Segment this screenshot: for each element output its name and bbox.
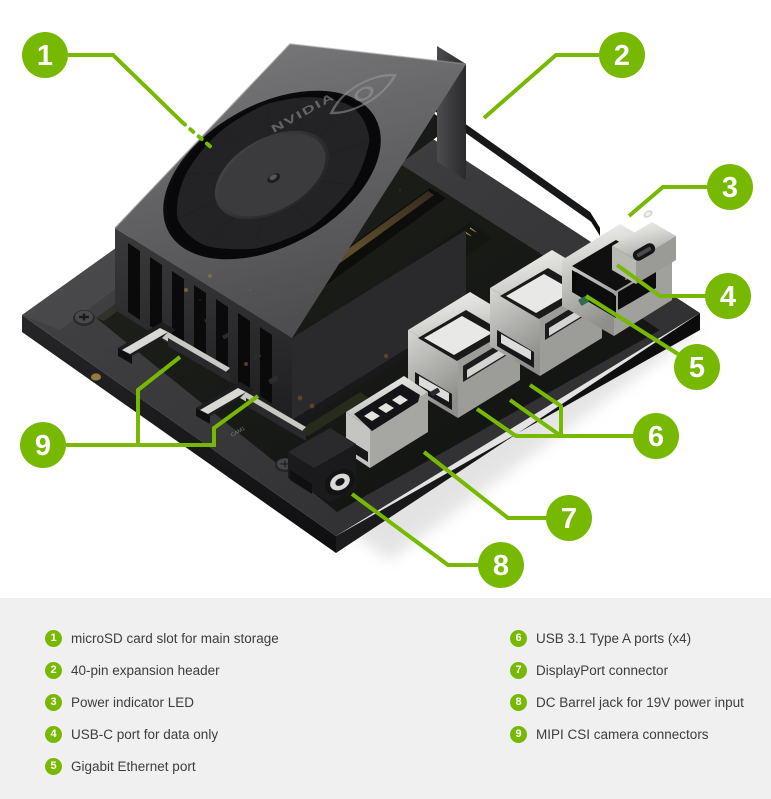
diagram-area: NVIDIA — [20, 32, 753, 588]
legend-column-right: 6 USB 3.1 Type A ports (x4) 7 DisplayPor… — [455, 598, 771, 799]
legend-column-left: 1 microSD card slot for main storage 2 4… — [0, 598, 455, 799]
legend-item-4: 4 USB-C port for data only — [45, 718, 455, 750]
legend-item-7: 7 DisplayPort connector — [510, 654, 771, 686]
legend-item-2: 2 40-pin expansion header — [45, 654, 455, 686]
svg-text:8: 8 — [493, 550, 509, 582]
svg-text:9: 9 — [35, 430, 51, 462]
legend-badge-2: 2 — [45, 661, 62, 679]
legend-panel: 1 microSD card slot for main storage 2 4… — [0, 598, 771, 799]
jetson-developer-kit-photo: NVIDIA — [22, 43, 700, 560]
svg-text:3: 3 — [722, 172, 738, 204]
legend-label-9: MIPI CSI camera connectors — [536, 726, 709, 742]
marker-3: 3 — [707, 164, 753, 210]
marker-4: 4 — [705, 273, 751, 319]
svg-text:2: 2 — [614, 40, 630, 72]
legend-badge-3: 3 — [45, 693, 62, 711]
svg-text:1: 1 — [37, 40, 53, 72]
marker-6: 6 — [633, 413, 679, 459]
svg-text:4: 4 — [720, 281, 736, 313]
svg-text:7: 7 — [561, 503, 577, 535]
legend-label-5: Gigabit Ethernet port — [71, 758, 196, 774]
legend-item-3: 3 Power indicator LED — [45, 686, 455, 718]
legend-item-6: 6 USB 3.1 Type A ports (x4) — [510, 622, 771, 654]
legend-label-6: USB 3.1 Type A ports (x4) — [536, 630, 692, 646]
legend-label-7: DisplayPort connector — [536, 662, 669, 678]
legend-label-1: microSD card slot for main storage — [71, 630, 279, 646]
legend-label-2: 40-pin expansion header — [71, 662, 220, 678]
marker-9: 9 — [20, 422, 66, 468]
legend-badge-6: 6 — [510, 629, 527, 647]
legend-badge-1: 1 — [45, 629, 62, 647]
marker-5: 5 — [674, 344, 720, 390]
svg-text:5: 5 — [689, 352, 705, 384]
legend-item-5: 5 Gigabit Ethernet port — [45, 750, 455, 782]
legend-item-9: 9 MIPI CSI camera connectors — [510, 718, 771, 750]
legend-item-1: 1 microSD card slot for main storage — [45, 622, 455, 654]
legend-label-3: Power indicator LED — [71, 694, 195, 710]
legend-label-4: USB-C port for data only — [71, 726, 219, 742]
marker-8: 8 — [478, 542, 524, 588]
svg-text:6: 6 — [648, 421, 664, 453]
legend-badge-5: 5 — [45, 757, 62, 775]
legend-badge-8: 8 — [510, 693, 527, 711]
legend-badge-7: 7 — [510, 661, 527, 679]
legend-badge-4: 4 — [45, 725, 62, 743]
marker-1: 1 — [22, 32, 68, 78]
marker-2: 2 — [599, 32, 645, 78]
legend-label-8: DC Barrel jack for 19V power input — [536, 694, 744, 710]
legend-badge-9: 9 — [510, 725, 527, 743]
marker-7: 7 — [546, 495, 592, 541]
legend-item-8: 8 DC Barrel jack for 19V power input — [510, 686, 771, 718]
